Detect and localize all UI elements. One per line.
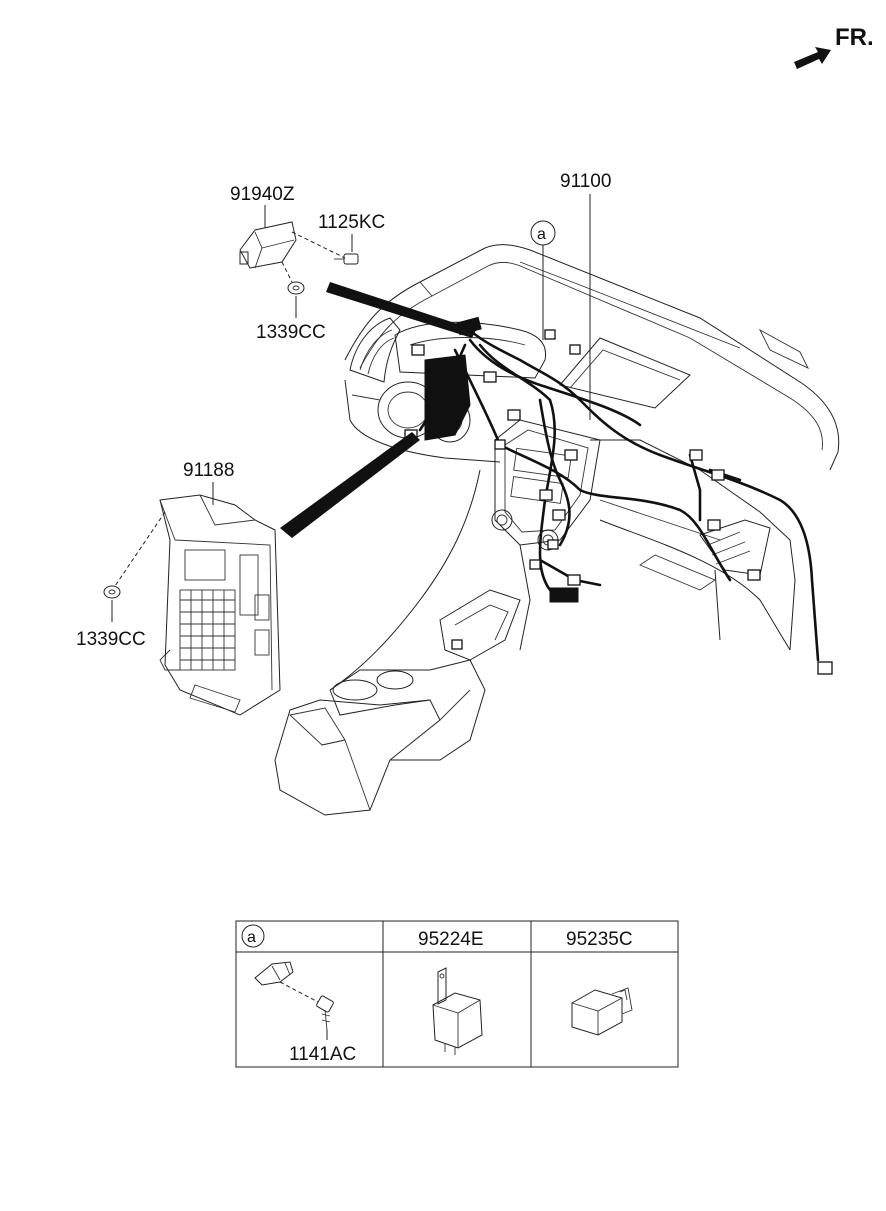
detail-ref-label: a (537, 226, 546, 243)
relay-95235c-icon (571, 987, 633, 1036)
nut-bottom-icon (103, 585, 121, 599)
table-header-relay-1: 95224E (418, 929, 484, 950)
callout-bracket: 91940Z (230, 184, 295, 205)
clip-bolt-label: 1141AC (289, 1044, 356, 1065)
callout-nut-top: 1339CC (256, 322, 326, 343)
harness-connectors (404, 329, 833, 675)
front-direction-label: FR. (835, 24, 874, 51)
junction-box-assembly: 91188 1339CC (76, 460, 281, 716)
bracket-assembly: 91940Z 1125KC 1339CC (230, 184, 385, 343)
callout-junction-box: 91188 (183, 460, 234, 481)
callout-nut-bottom: 1339CC (76, 629, 146, 650)
front-direction-indicator: FR. (794, 24, 874, 69)
clip-bolt-icon (254, 961, 334, 1040)
junction-box-drawing (159, 494, 281, 716)
dashboard-drawing (274, 244, 840, 816)
nut-top-icon (287, 281, 305, 295)
relay-95224e-icon (432, 967, 483, 1055)
detail-ref-marker: a (530, 220, 556, 340)
bolt-icon (334, 253, 359, 265)
leader-arrow-junction-box (280, 432, 420, 538)
table-header-relay-2: 95235C (566, 929, 633, 950)
callout-main-harness: 91100 (560, 171, 611, 192)
callout-bolt-top: 1125KC (318, 212, 385, 233)
leader-arrow-bracket (326, 282, 476, 338)
table-ref-label: a (247, 929, 256, 946)
front-direction-arrow-icon (794, 47, 831, 69)
detail-parts-table: a 95224E 95235C 1141AC (235, 920, 679, 1068)
